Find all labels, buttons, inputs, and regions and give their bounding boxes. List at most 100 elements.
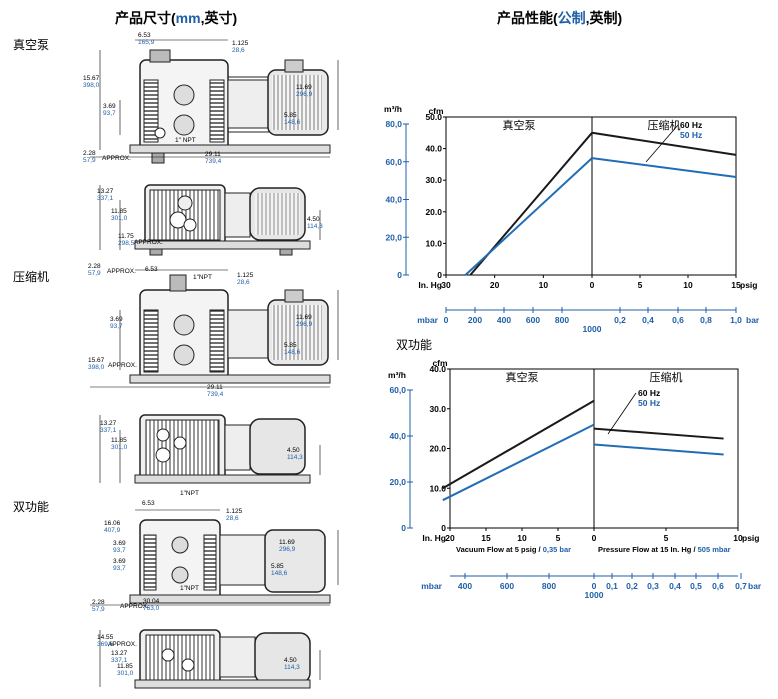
dimensions-title: 产品尺寸(mm,英寸) [115,8,237,28]
chart0-psig-tick-label: 10 [683,280,693,290]
chart0-cfm-label: 50.0 [425,112,442,122]
chart1-legend-leader [607,392,637,435]
chart0-mbar-tick-label: 200 [468,315,482,325]
chart0-bar-tick-label: 0,8 [700,315,712,325]
chart1-region-pressure: 压缩机 [650,370,683,384]
chart1-vacuum-caption-metric: 0,35 bar [543,545,571,554]
chart0-metric-label: 60,0 [385,157,402,167]
dim-approx: APPROX. [102,155,131,162]
performance-title-prefix: 产品性能( [497,10,558,26]
dim-approx-6: APPROX. [108,641,137,648]
chart1-series-1-vacuum-line [442,423,595,502]
chart1-bar-tick-label: 0,1 [606,581,618,591]
chart1-inhg-label: In. Hg [422,533,446,543]
chart1-inhg-tick-label: 10 [517,533,527,543]
chart0-region-pressure: 压缩机 [648,118,681,132]
chart0-legend-leader [645,124,679,163]
chart1-metric-label: 40,0 [389,431,406,441]
dim-approx-5: APPROX. [120,603,149,610]
chart1-series-0-pressure-line [593,427,724,440]
chart1-region-vacuum: 真空泵 [506,370,539,384]
chart1-mbar-tick-label: 600 [500,581,514,591]
chart0-zero-mbar: 1000 [583,324,602,334]
chart1-cfm-unit: cfm [432,358,448,368]
chart0-inhg-tick-label: 20 [490,280,500,290]
chart1-bar-tick-label: 0,2 [626,581,638,591]
chart1-cfm-label: 40.0 [429,364,446,374]
chart0-bar-tick-label: 0,6 [672,315,684,325]
chart1-inhg-tick-label: 5 [556,533,561,543]
chart1-bar-tick-label: 0,4 [669,581,681,591]
chart1-pressure-caption: Pressure Flow at 15 In. Hg / 505 mbar [598,545,731,554]
chart1-inhg-tick-label: 15 [481,533,491,543]
section-label-vacuum: 真空泵 [13,38,50,52]
chart0-mbar-label: mbar [417,315,438,325]
chart1-mbar-label: mbar [421,581,442,591]
chart0-metric-label: 80,0 [385,119,402,129]
dim-approx-3: APPROX. [107,268,136,275]
chart0-inhg-tick-label: 10 [539,280,549,290]
chart1-psig-tick-label: 5 [664,533,669,543]
dimensions-title-metric: mm [175,10,201,26]
chart0-series-1-vacuum-line [464,157,593,276]
chart1-metric-label: 0 [401,523,406,533]
chart1-metric-label: 60,0 [389,385,406,395]
chart0-cfm-label: 40.0 [425,144,442,154]
performance-title: 产品性能(公制,英制) [497,8,622,28]
chart0-psig-tick-label: 15 [731,280,741,290]
dim-approx-4: APPROX. [108,362,137,369]
performance-title-metric: 公制 [557,10,586,26]
dual-function-front-view [99,629,321,689]
chart0-mbar-tick-label: 600 [526,315,540,325]
dimensions-title-suffix: ,英寸) [200,10,238,26]
chart0-cfm-unit: cfm [428,106,444,116]
chart0-metric-unit: m³/h [384,104,402,114]
chart1-bar-tick-label: 0,5 [690,581,702,591]
dim-approx-2: APPROX. [134,239,163,246]
dimensions-title-prefix: 产品尺寸( [115,10,176,26]
chart1-legend-1: 50 Hz [638,398,660,408]
chart0-series-0-pressure-line [591,131,737,156]
dim-npt: 1" NPT [175,137,196,144]
chart0-metric-label: 40,0 [385,195,402,205]
chart0-inhg-tick-label: 0 [590,280,595,290]
chart1-metric-label: 20,0 [389,477,406,487]
chart0-legend-0: 60 Hz [680,120,702,130]
chart1-legend-0: 60 Hz [638,388,660,398]
chart1-psig-tick-label: 10 [733,533,743,543]
vacuum-pump-front-view [99,184,321,256]
chart0-psig-label: psig [740,280,757,290]
chart1-mbar-tick-label: 0 [592,581,597,591]
chart0-region-vacuum: 真空泵 [503,118,536,132]
dimension-drawings [90,39,339,689]
chart1-bar-tick-label: 0,3 [647,581,659,591]
chart1-mbar-tick-label: 400 [458,581,472,591]
chart1-zero-mbar: 1000 [585,590,604,600]
dual-function-top-view [90,509,339,606]
chart0-mbar-tick-label: 800 [555,315,569,325]
chart1-pressure-caption-metric: 505 mbar [698,545,731,554]
chart0-series-1-pressure-line [591,157,737,179]
